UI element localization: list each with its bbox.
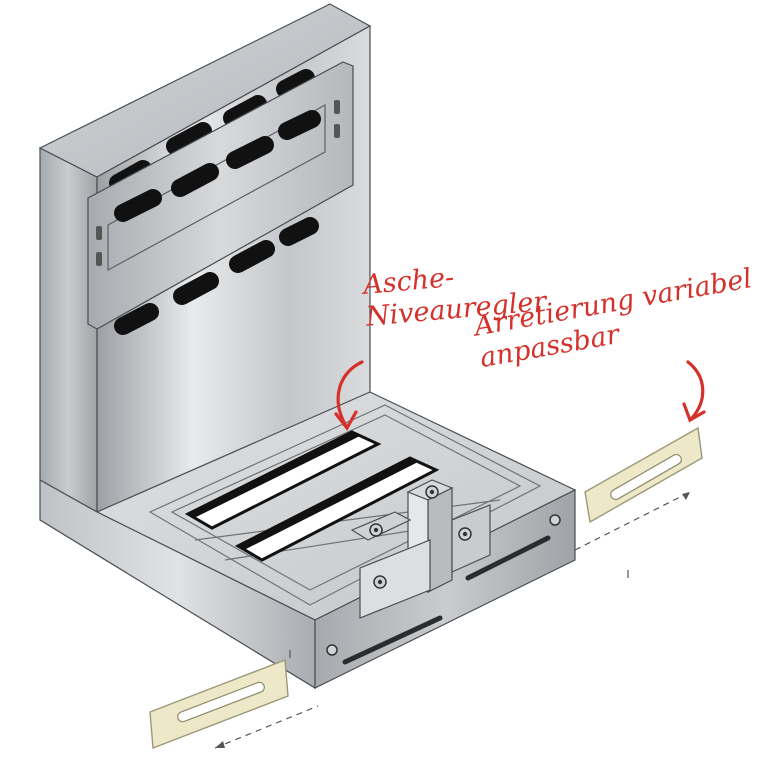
lock-arrow	[686, 360, 705, 420]
adjuster-bracket	[350, 479, 491, 619]
ash-arrow	[336, 360, 364, 428]
ash-openings	[184, 430, 440, 562]
lock-arrowhead	[682, 402, 706, 423]
locking-bracket-right	[574, 426, 703, 551]
annotation-arrows	[334, 360, 706, 431]
ash-arrowhead	[334, 410, 358, 431]
panel-slots	[114, 110, 321, 222]
guide-ticks	[289, 570, 629, 658]
rail-grooves	[342, 535, 551, 665]
locking-bracket-left	[149, 659, 319, 749]
back-wall-lower-slots	[114, 217, 319, 335]
bolts	[326, 485, 561, 656]
